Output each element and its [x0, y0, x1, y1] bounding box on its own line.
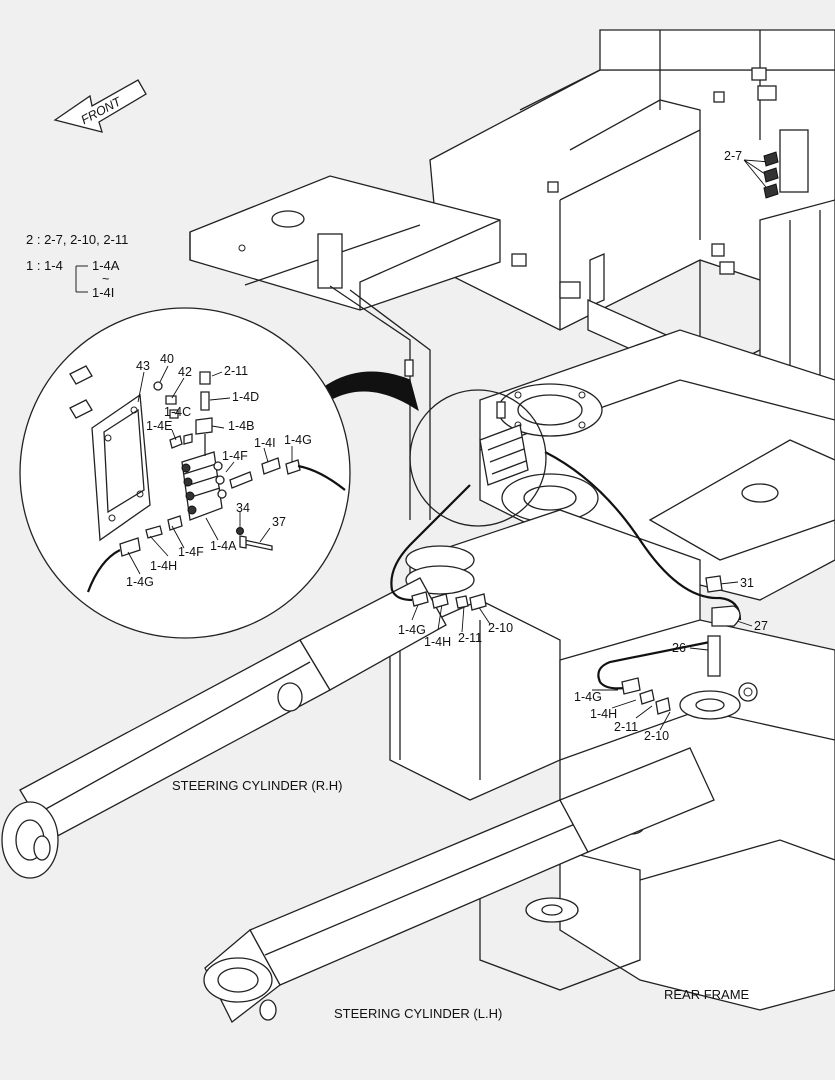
label-37: 37 [272, 515, 286, 529]
label-1-4G-detail-top: 1-4G [284, 433, 312, 447]
label-42: 42 [178, 365, 192, 379]
label-1-4I: 1-4I [254, 436, 276, 450]
main-fittings [411, 151, 779, 715]
captions: STEERING CYLINDER (R.H) STEERING CYLINDE… [172, 778, 750, 1021]
label-2-11-upper: 2-11 [458, 631, 482, 645]
label-1-4F-top: 1-4F [222, 449, 248, 463]
detail-pointer-arrow [319, 371, 419, 412]
label-1-4D: 1-4D [232, 390, 259, 404]
steering-cylinder-lh [203, 747, 715, 1023]
steering-cylinder-rh [1, 577, 447, 879]
distributor-location-circle [409, 389, 547, 527]
caption-steering-cylinder-rh: STEERING CYLINDER (R.H) [172, 778, 342, 793]
main-labels: 2-7 31 27 26 1-4G 1-4H 2-11 2-10 1-4G 1-… [398, 149, 768, 743]
label-2-10-upper: 2-10 [488, 621, 513, 635]
legend-line-2-prefix: 1 : 1-4 [26, 258, 63, 273]
label-1-4G-detail-bottom: 1-4G [126, 575, 154, 589]
label-2-11-lower: 2-11 [614, 720, 638, 734]
label-2-10-lower: 2-10 [644, 729, 669, 743]
label-1-4C: 1-4C [164, 405, 191, 419]
caption-steering-cylinder-lh: STEERING CYLINDER (L.H) [334, 1006, 502, 1021]
label-31: 31 [740, 576, 754, 590]
label-43: 43 [136, 359, 150, 373]
caption-rear-frame: REAR FRAME [664, 987, 750, 1002]
legend-range-start: 1-4A [92, 258, 120, 273]
label-1-4H-detail: 1-4H [150, 559, 177, 573]
parts-legend: 2 : 2-7, 2-10, 2-11 1 : 1-4 1-4A ~ 1-4I [26, 232, 128, 300]
label-27: 27 [754, 619, 768, 633]
detail-labels: 43 40 42 2-11 1-4D 1-4C 1-4E 1-4B 1-4I 1… [126, 352, 312, 589]
label-1-4A: 1-4A [210, 539, 237, 553]
label-40: 40 [160, 352, 174, 366]
legend-range-end: 1-4I [92, 285, 114, 300]
distributor-detail-view [19, 307, 351, 639]
label-1-4H-upper: 1-4H [424, 635, 451, 649]
label-1-4B: 1-4B [228, 419, 254, 433]
front-arrow-icon: FRONT [53, 79, 147, 133]
legend-range-mark: ~ [102, 272, 109, 286]
label-1-4F-bottom: 1-4F [178, 545, 204, 559]
label-2-11-detail: 2-11 [224, 364, 248, 378]
leader-lines [127, 159, 771, 731]
label-2-7: 2-7 [724, 149, 742, 163]
rear-frame-structure [389, 29, 835, 1011]
label-34: 34 [236, 501, 250, 515]
label-1-4G-upper: 1-4G [398, 623, 426, 637]
label-1-4H-lower: 1-4H [590, 707, 617, 721]
label-1-4E: 1-4E [146, 419, 172, 433]
grease-hose-lines [390, 451, 742, 690]
legend-line-1: 2 : 2-7, 2-10, 2-11 [26, 232, 128, 247]
label-1-4G-lower: 1-4G [574, 690, 602, 704]
label-26: 26 [672, 641, 686, 655]
